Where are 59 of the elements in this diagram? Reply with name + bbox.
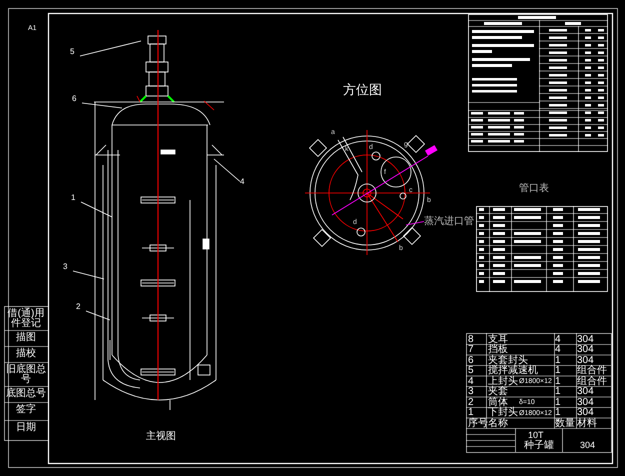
view-title: 主视图	[146, 432, 176, 442]
title-block-field: 描图	[5, 333, 47, 343]
item-number: 4	[468, 376, 474, 386]
quantity: 4	[555, 334, 561, 344]
leader-line	[86, 310, 110, 320]
nozzle-label: 蒸汽进口管	[424, 216, 474, 227]
part-name: 挡板	[488, 345, 508, 355]
part-name: 上封头	[488, 376, 518, 386]
quantity: 4	[555, 345, 561, 355]
callout-number: 2	[76, 301, 80, 312]
part-name: 夹套封头	[488, 356, 528, 366]
material: 304	[577, 387, 594, 397]
title-block-field: 描校	[5, 349, 47, 359]
material: 304	[577, 345, 594, 355]
item-number: 2	[468, 398, 474, 408]
vessel-capacity: 10T	[528, 431, 544, 440]
item-number: 1	[468, 408, 474, 418]
leader-line	[80, 202, 112, 218]
title-block-field: 日期	[5, 423, 47, 433]
material: 304	[577, 408, 594, 418]
part-name: 搅拌减速机	[488, 366, 538, 376]
item-number: 8	[468, 334, 474, 344]
item-number: 6	[468, 356, 474, 366]
leader-line	[80, 40, 142, 56]
part-name: 夹套	[488, 387, 508, 397]
part-name: 筒体	[488, 398, 508, 408]
callout-number: 3	[63, 261, 68, 272]
leader-line	[214, 158, 240, 182]
column-header: 材料	[577, 418, 597, 428]
column-header: 数量	[555, 418, 575, 428]
item-number: 5	[468, 366, 474, 376]
column-header: 名称	[488, 418, 508, 428]
callout-number: 1	[71, 192, 76, 203]
drawing-name: 种子罐	[524, 441, 554, 451]
view-title: 方位图	[343, 83, 382, 96]
callout-number: 6	[72, 93, 76, 104]
material: 304	[577, 334, 594, 344]
quantity: 1	[555, 408, 561, 418]
leader-line	[72, 270, 104, 280]
quantity: 1	[555, 366, 561, 376]
material: 304	[580, 441, 596, 450]
material: 304	[577, 398, 594, 408]
quantity: 1	[555, 356, 561, 366]
material: 组合件	[577, 366, 607, 376]
quantity: 1	[555, 376, 561, 386]
table-title: 管口表	[519, 184, 549, 194]
quantity: 1	[555, 398, 561, 408]
callout-number: 5	[70, 46, 74, 57]
quantity: 1	[555, 387, 561, 397]
part-name: 下封头	[488, 408, 518, 418]
item-number: 7	[468, 345, 474, 355]
material: 组合件	[577, 376, 607, 386]
leader-line	[82, 102, 122, 108]
part-name: 支耳	[488, 334, 508, 344]
leader-line	[406, 221, 424, 226]
item-number: 3	[468, 387, 474, 397]
callout-number: 4	[240, 176, 244, 187]
material: 304	[577, 356, 594, 366]
title-block-field: 签字	[5, 405, 47, 415]
